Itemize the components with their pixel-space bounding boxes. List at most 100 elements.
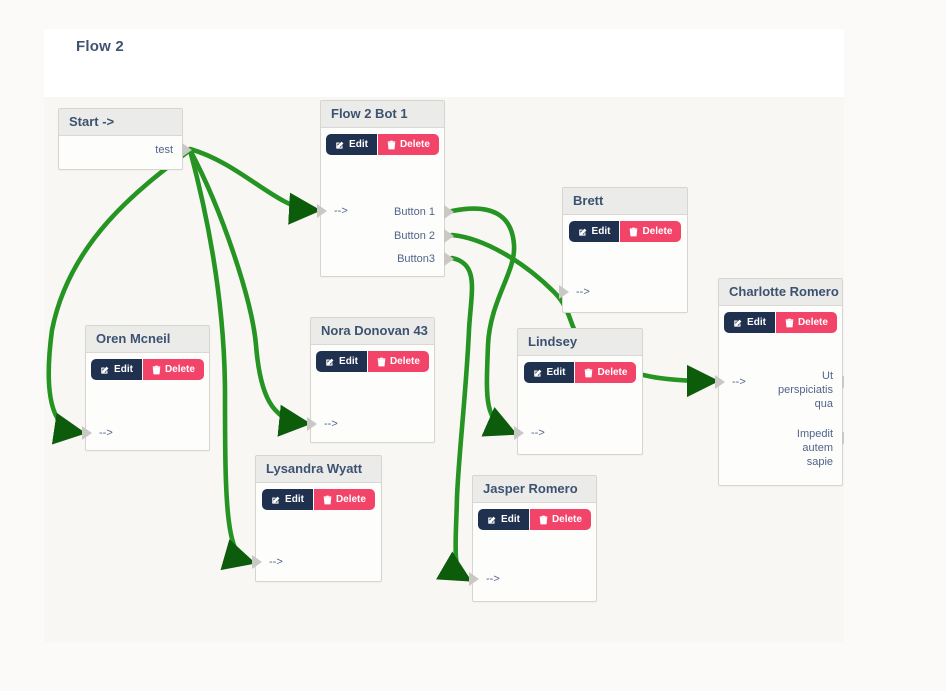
delete-button[interactable]: Delete xyxy=(775,312,837,333)
trash-icon xyxy=(785,318,794,327)
edit-pencil-icon xyxy=(272,496,280,504)
input-port-icon[interactable] xyxy=(469,572,479,586)
output-label: Button 2 xyxy=(394,230,435,242)
edit-button[interactable]: Edit xyxy=(91,359,142,380)
edit-button-label: Edit xyxy=(747,317,766,328)
edit-button[interactable]: Edit xyxy=(523,362,575,383)
node-title[interactable]: Lindsey xyxy=(518,329,642,356)
node-title[interactable]: Jasper Romero xyxy=(473,476,596,503)
edge-start.test-to-flow2bot1.input xyxy=(187,146,322,225)
output-label: Button3 xyxy=(397,253,435,265)
node-title[interactable]: Charlotte Romero xyxy=(719,279,842,306)
input-port-icon[interactable] xyxy=(307,417,317,431)
edit-button-label: Edit xyxy=(114,364,133,375)
edit-pencil-icon xyxy=(101,366,109,374)
input-port-icon[interactable] xyxy=(317,204,327,218)
edit-button-label: Edit xyxy=(285,494,304,505)
delete-button-label: Delete xyxy=(797,317,828,328)
output-port-icon[interactable] xyxy=(444,229,454,243)
edit-pencil-icon xyxy=(734,319,742,327)
edit-pencil-icon xyxy=(578,228,586,236)
page-header: Flow 2 xyxy=(44,29,844,97)
input-port-icon[interactable] xyxy=(514,426,524,440)
output-label: test xyxy=(155,144,173,156)
edit-button-label: Edit xyxy=(501,514,520,525)
delete-button-label: Delete xyxy=(389,356,420,367)
input-port-label: --> xyxy=(99,427,113,439)
node-actions: Edit Delete xyxy=(256,489,381,510)
node-actions: Edit Delete xyxy=(86,359,209,380)
input-port-label: --> xyxy=(486,573,500,585)
delete-button-label: Delete xyxy=(335,494,366,505)
delete-button[interactable]: Delete xyxy=(575,362,637,383)
node-actions: Edit Delete xyxy=(311,351,434,372)
node-title[interactable]: Oren Mcneil xyxy=(86,326,209,353)
edit-pencil-icon xyxy=(326,358,334,366)
edge-flow2bot1.button1-to-lindsey.input xyxy=(449,206,518,437)
output-port-icon[interactable] xyxy=(182,143,192,157)
node-actions: Edit Delete xyxy=(719,312,842,333)
trash-icon xyxy=(387,140,396,149)
node-title[interactable]: Nora Donovan 43 xyxy=(311,318,434,345)
edit-button[interactable]: Edit xyxy=(478,509,529,530)
input-port-icon[interactable] xyxy=(559,285,569,299)
delete-button[interactable]: Delete xyxy=(367,351,429,372)
edge-start.test-to-nora.input xyxy=(187,147,312,437)
trash-icon xyxy=(539,515,548,524)
delete-button-label: Delete xyxy=(551,514,582,525)
edit-button[interactable]: Edit xyxy=(568,221,620,242)
output-port-icon[interactable] xyxy=(444,252,454,266)
edit-button-label: Edit xyxy=(349,139,368,150)
node-title[interactable]: Brett xyxy=(563,188,687,215)
node-actions: Edit Delete xyxy=(563,221,687,242)
output-label: Impedit autem sapie xyxy=(796,428,833,468)
delete-button[interactable]: Delete xyxy=(529,509,591,530)
delete-button[interactable]: Delete xyxy=(377,134,439,155)
edge-start.test-to-oren.input xyxy=(46,147,193,445)
delete-button[interactable]: Delete xyxy=(313,489,375,510)
input-port-label: --> xyxy=(732,376,746,388)
output-port-icon[interactable] xyxy=(444,205,454,219)
output-port-icon[interactable] xyxy=(842,375,844,389)
node-title[interactable]: Start -> xyxy=(59,109,182,136)
input-port-label: --> xyxy=(531,427,545,439)
output-label: Ut perspiciatis qua xyxy=(777,370,833,410)
delete-button[interactable]: Delete xyxy=(142,359,204,380)
node-start[interactable]: Start -> test xyxy=(58,108,192,170)
node-title[interactable]: Lysandra Wyatt xyxy=(256,456,381,483)
page-title: Flow 2 xyxy=(76,38,124,55)
trash-icon xyxy=(323,495,332,504)
trash-icon xyxy=(152,365,161,374)
input-port-label: --> xyxy=(269,556,283,568)
node-actions: Edit Delete xyxy=(321,134,444,155)
edge-layer xyxy=(46,146,720,582)
input-port-icon[interactable] xyxy=(715,375,725,389)
input-port-icon[interactable] xyxy=(252,555,262,569)
edit-pencil-icon xyxy=(488,516,496,524)
delete-button-label: Delete xyxy=(642,226,673,237)
input-port-icon[interactable] xyxy=(82,426,92,440)
delete-button-label: Delete xyxy=(399,139,430,150)
node-title[interactable]: Flow 2 Bot 1 xyxy=(321,101,444,128)
edit-button[interactable]: Edit xyxy=(316,351,367,372)
edit-button[interactable]: Edit xyxy=(262,489,313,510)
edit-button[interactable]: Edit xyxy=(326,134,377,155)
node-actions: Edit Delete xyxy=(473,509,596,530)
delete-button[interactable]: Delete xyxy=(620,221,682,242)
edit-button[interactable]: Edit xyxy=(724,312,775,333)
edge-flow2bot1.button2-to-charlotte.input xyxy=(449,232,720,398)
input-port-label: --> xyxy=(576,286,590,298)
edge-flow2bot1.button3-to-jasper.input xyxy=(436,255,475,582)
output-label: Button 1 xyxy=(394,206,435,218)
output-port-icon[interactable] xyxy=(842,431,844,445)
